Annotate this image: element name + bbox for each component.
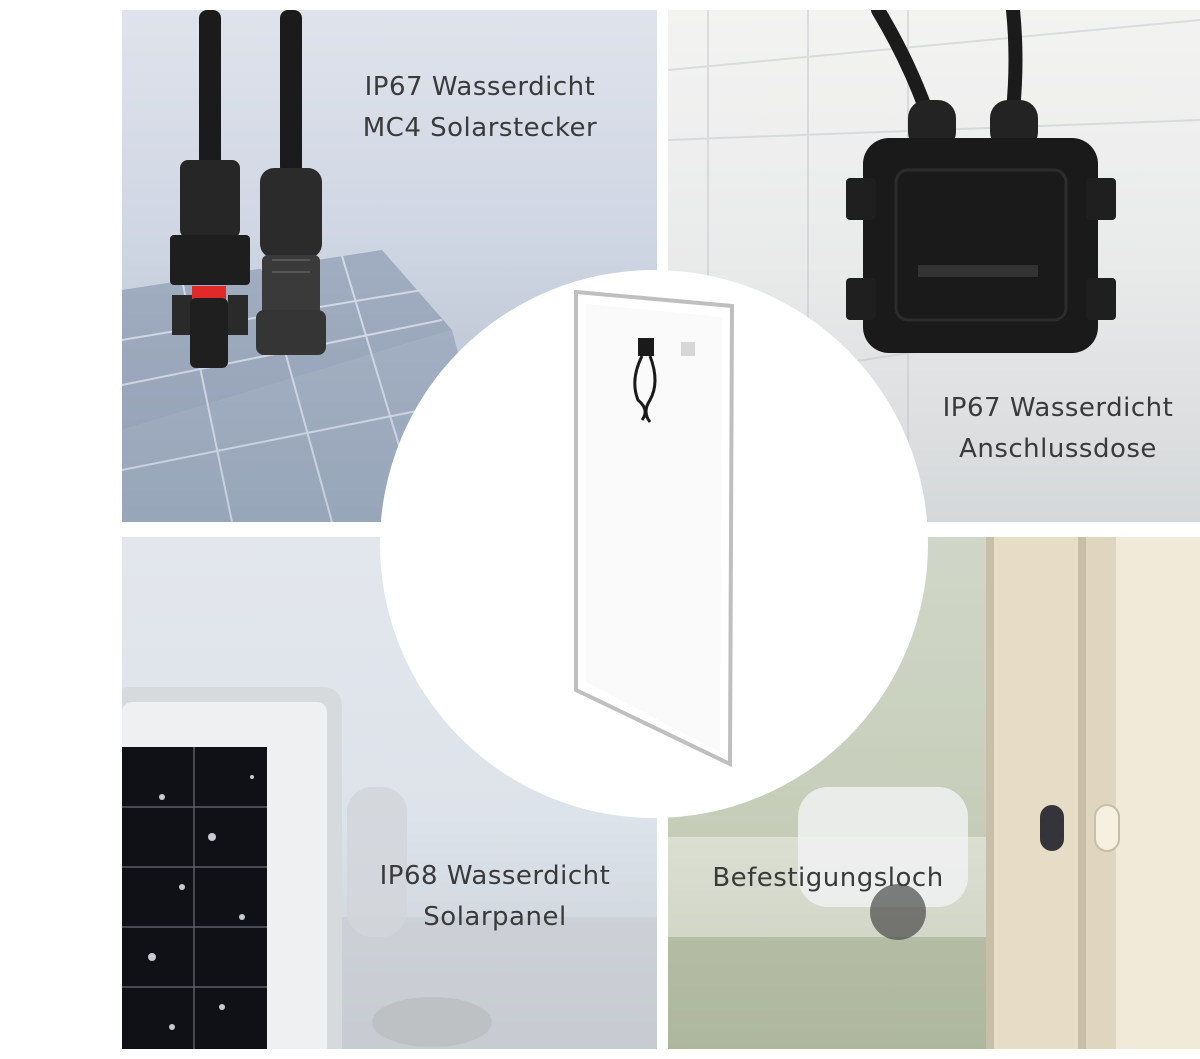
cable-gland-left [908,100,956,150]
solar-panel-illustration [122,687,657,1049]
water-droplets [148,775,254,1030]
mounting-hole-left [1040,805,1064,851]
red-seal-ring [192,286,226,300]
label-sticker [681,342,695,356]
panel-back-view [574,289,735,768]
cable-right [280,10,302,175]
junction-box-small [638,338,654,356]
mounting-hole-right [1094,804,1120,852]
junction-box [863,138,1098,353]
cable-gland-right [990,100,1038,150]
frame-profile [986,537,1086,1049]
center-circle [380,270,928,818]
label-mounting-hole: Befestigungsloch [712,863,944,893]
cable-left [199,10,221,170]
female-connector [256,168,326,355]
camper-van [798,787,968,907]
label-junction-box: IP67 Wasserdicht Anschlussdose [942,393,1174,464]
label-solar-panel: IP68 Wasserdicht Solarpanel [379,861,611,932]
label-mc4-connector: IP67 Wasserdicht MC4 Solarstecker [362,72,598,143]
male-connector [170,160,250,368]
